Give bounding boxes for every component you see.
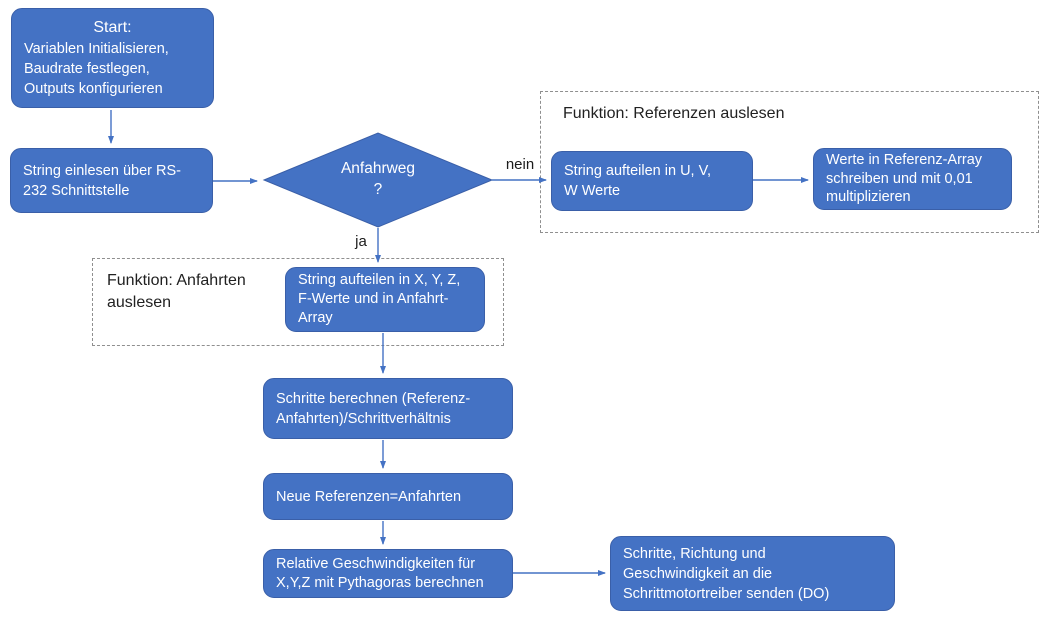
node-split-xyz: String aufteilen in X, Y, Z, F-Werte und… [285, 267, 485, 332]
node-calc-steps: Schritte berechnen (Referenz- Anfahrten)… [263, 378, 513, 439]
node-new-referenzen: Neue Referenzen=Anfahrten [263, 473, 513, 520]
group-title-anfahrten: Funktion: Anfahrten auslesen [107, 272, 246, 311]
node-read-string: String einlesen über RS- 232 Schnittstel… [10, 148, 213, 213]
decision-label: Anfahrweg ? [340, 160, 416, 198]
group-title-referenzen: Funktion: Referenzen auslesen [563, 105, 785, 122]
node-send-stepper: Schritte, Richtung und Geschwindigkeit a… [610, 536, 895, 611]
group-referenzen-auslesen [540, 91, 1039, 233]
node-start-title: Start: [93, 18, 132, 36]
node-write-referenz-array: Werte in Referenz-Array schreiben und mi… [813, 148, 1012, 210]
node-split-uvw: String aufteilen in U, V, W Werte [551, 151, 753, 211]
node-relative-speed: Relative Geschwindigkeiten für X,Y,Z mit… [263, 549, 513, 598]
node-start: Start: Variablen Initialisieren, Baudrat… [11, 8, 214, 108]
node-start-body: Variablen Initialisieren, Baudrate festl… [24, 41, 169, 98]
group-anfahrten-auslesen [92, 258, 504, 346]
edge-label-nein: nein [505, 156, 535, 173]
edge-label-ja: ja [355, 233, 367, 250]
